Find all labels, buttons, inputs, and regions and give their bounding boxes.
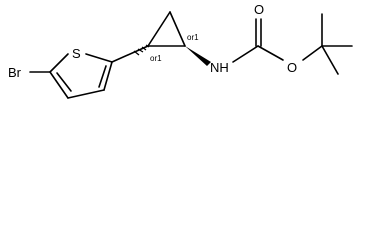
- cyclopropane-ring: [147, 11, 186, 47]
- bond-ester-o-tbu-c: [302, 45, 323, 61]
- atom-label-sulfur: S: [72, 46, 81, 61]
- bond-cb-cc: [169, 11, 186, 47]
- bond-tbu-methyl-down: [321, 45, 339, 75]
- bond-carbonyl-c-ester-o: [257, 45, 284, 61]
- carbamate-chain: [232, 13, 353, 75]
- bond-c3-c4: [67, 89, 105, 99]
- bond-c4-c5: [49, 71, 69, 99]
- molecule-drawing: Br S NH O O or1 or1: [8, 2, 353, 99]
- hashed-wedge-left: [133, 44, 150, 56]
- bold-wedge-right: [185, 46, 211, 66]
- bond-c5-s: [49, 53, 69, 73]
- bond-nh-carbonyl-c: [232, 45, 259, 63]
- bond-s-c2: [85, 53, 113, 63]
- bond-ca-cb: [147, 11, 171, 47]
- stereo-label-left: or1: [150, 54, 162, 63]
- bond-thiophene-cyclopropane: [111, 45, 149, 63]
- bond-c2-c3: [103, 61, 113, 91]
- bond-c2-c3-inner: [98, 65, 107, 88]
- atom-label-carbonyl-oxygen: O: [254, 2, 264, 17]
- structure-canvas: Br S NH O O or1 or1: [8, 2, 353, 99]
- atom-label-nh: NH: [210, 60, 229, 75]
- atom-label-bromine: Br: [8, 65, 22, 80]
- atom-label-ester-oxygen: O: [287, 60, 297, 75]
- bond-c4-c5-inner: [56, 72, 72, 92]
- stereo-label-right: or1: [187, 33, 199, 42]
- thiophene-ring: [29, 53, 113, 99]
